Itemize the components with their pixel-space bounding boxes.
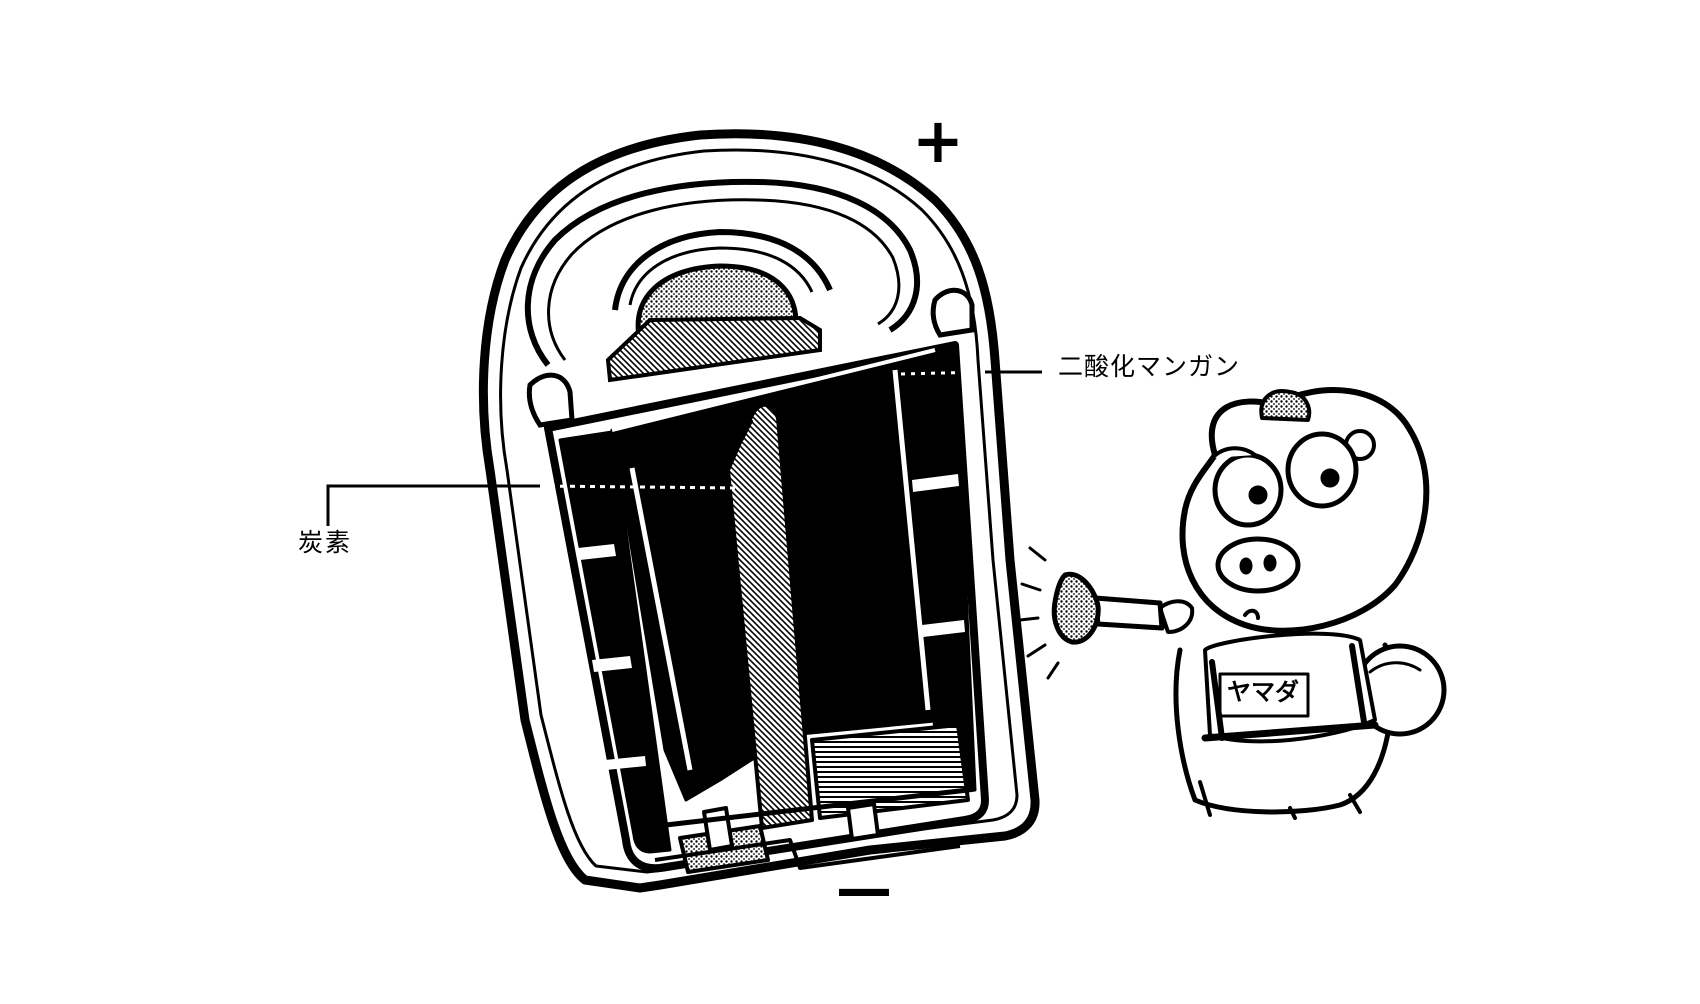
negative-terminal-sign: — xyxy=(836,857,892,922)
cap-button xyxy=(605,263,822,383)
battery-casing xyxy=(478,129,1040,893)
label-leaders xyxy=(326,370,1042,526)
positive-terminal-sign: + xyxy=(912,104,964,177)
carbon-label: 炭素 xyxy=(298,528,353,557)
cutaway-core xyxy=(544,341,989,874)
manganese-dioxide-label: 二酸化マンガン xyxy=(1058,352,1241,381)
mascot-character xyxy=(1018,387,1447,820)
positive-cap xyxy=(524,178,921,367)
mascot-shirt-text: ヤマダ xyxy=(1227,678,1299,706)
